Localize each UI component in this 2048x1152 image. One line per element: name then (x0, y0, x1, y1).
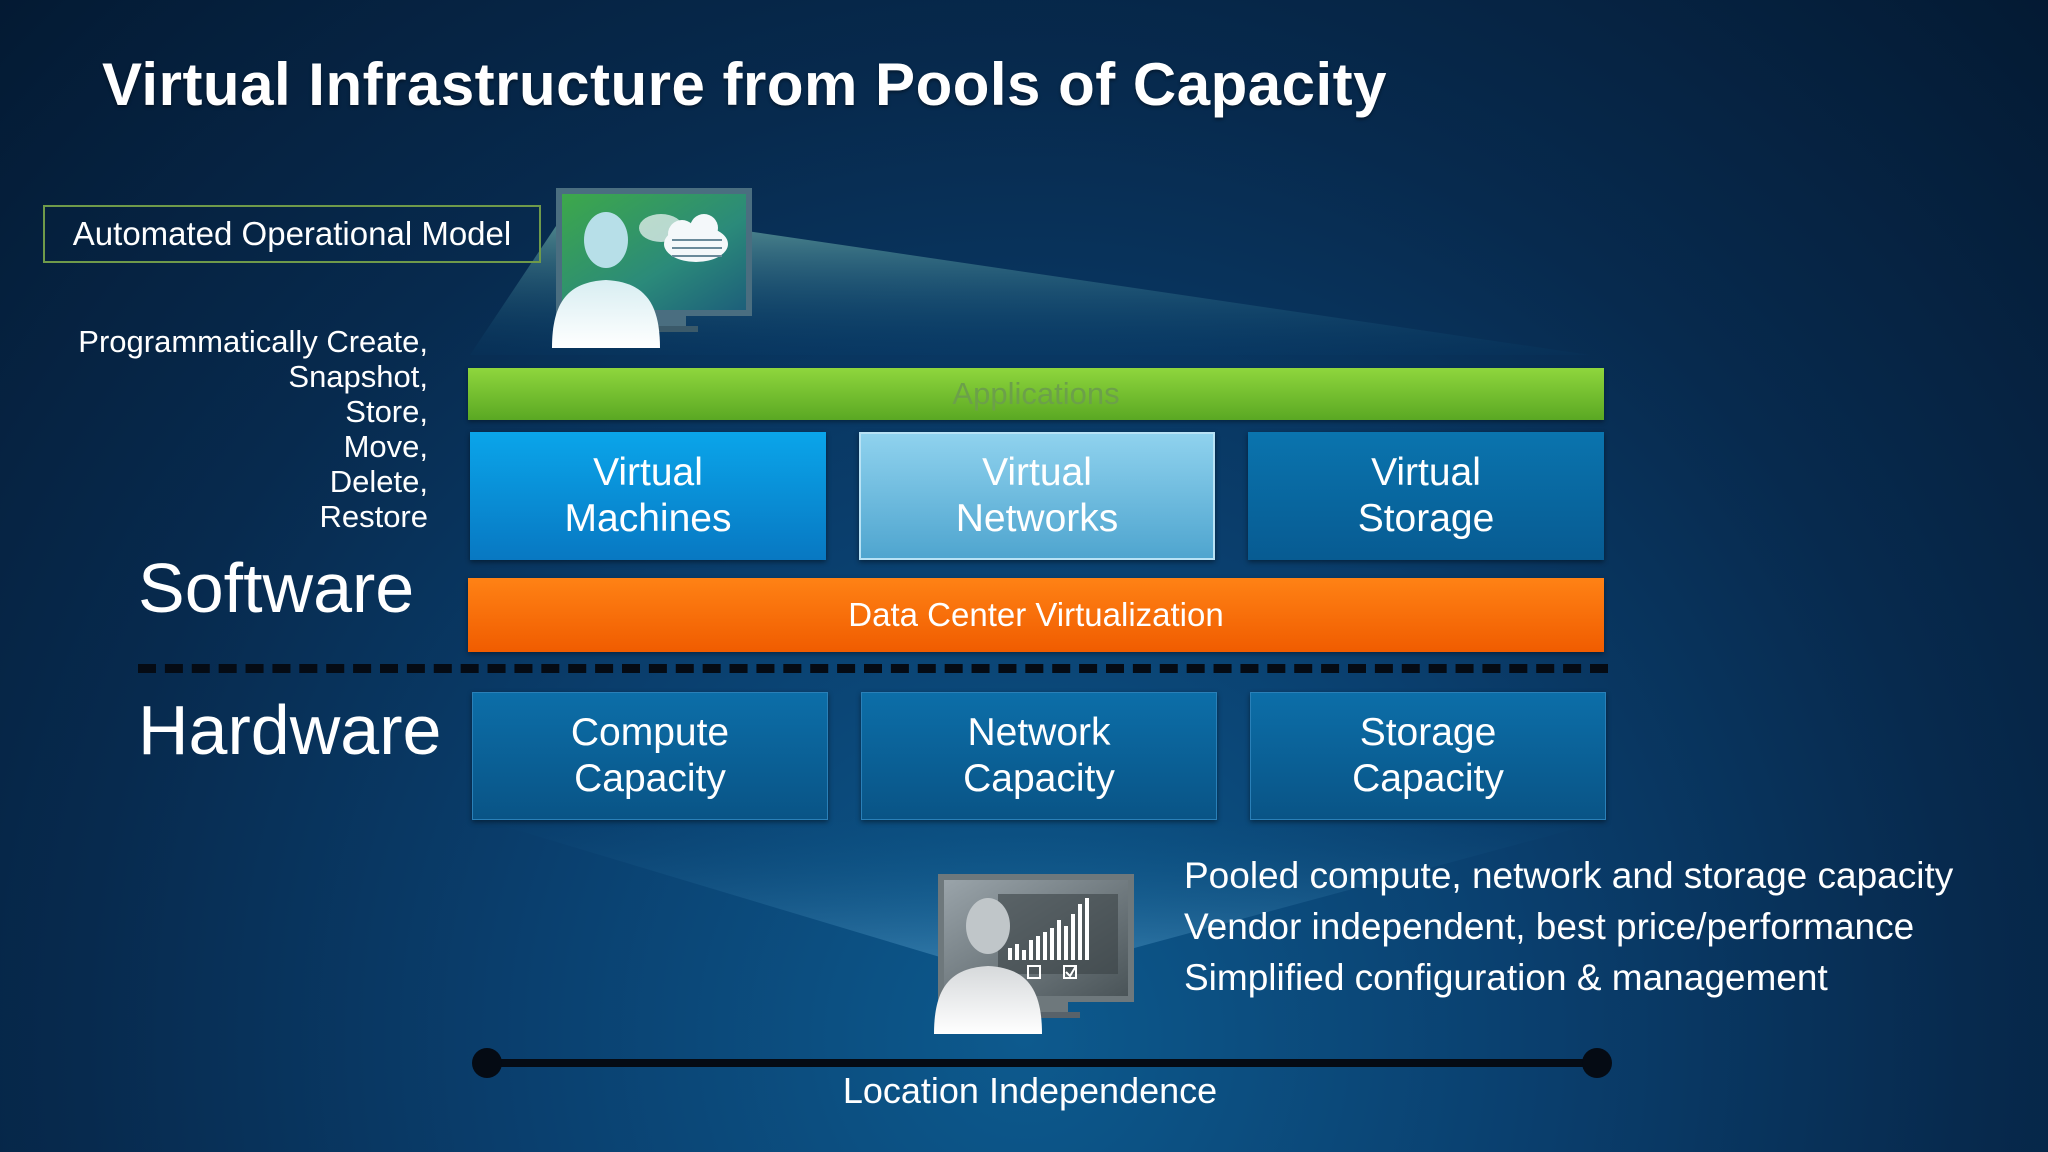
cloud-admin-illustration (546, 188, 756, 348)
hardware-layer-label: Hardware (138, 691, 442, 769)
operational-model-label: Automated Operational Model (43, 205, 541, 263)
box-line: Storage (1359, 711, 1497, 754)
operation-restore: Restore (319, 499, 428, 534)
box-line: Virtual (1371, 451, 1481, 494)
operation-create: Programmatically Create, (78, 324, 428, 359)
operation-move: Move, (343, 429, 428, 464)
operation-snapshot: Snapshot, (288, 359, 428, 394)
software-layer-label: Software (138, 549, 415, 627)
location-independence-line (486, 1059, 1598, 1067)
person-icon (934, 898, 1042, 1034)
box-line: Capacity (963, 757, 1115, 800)
location-independence-label: Location Independence (842, 1070, 1218, 1111)
benefit-item: Simplified configuration & management (1184, 957, 1828, 998)
box-line: Capacity (574, 757, 726, 800)
box-line: Virtual (593, 451, 703, 494)
benefit-item: Vendor independent, best price/performan… (1184, 906, 1915, 947)
box-line: Networks (955, 497, 1119, 540)
box-line: Storage (1357, 497, 1495, 540)
applications-bar: Applications (468, 368, 1604, 420)
monitor-icon (938, 874, 1134, 1018)
software-hardware-divider (138, 664, 1608, 673)
line-endpoint-left (472, 1048, 502, 1078)
benefit-item: Pooled compute, network and storage capa… (1184, 855, 1954, 896)
infrastructure-admin-illustration (928, 874, 1138, 1034)
page-title: Virtual Infrastructure from Pools of Cap… (102, 51, 1387, 118)
operation-delete: Delete, (329, 464, 428, 499)
benefits-list: Pooled compute, network and storage capa… (1184, 850, 1953, 1003)
box-line: Network (967, 711, 1111, 754)
line-endpoint-right (1582, 1048, 1612, 1078)
box-line: Machines (564, 497, 732, 540)
operations-list: Programmatically Create, Snapshot, Store… (30, 324, 428, 534)
box-line: Capacity (1352, 757, 1504, 800)
box-line: Compute (570, 711, 730, 754)
operation-store: Store, (345, 394, 428, 429)
person-icon (552, 212, 660, 348)
box-line: Virtual (982, 451, 1092, 494)
data-center-virtualization-bar: Data Center Virtualization (468, 578, 1604, 652)
